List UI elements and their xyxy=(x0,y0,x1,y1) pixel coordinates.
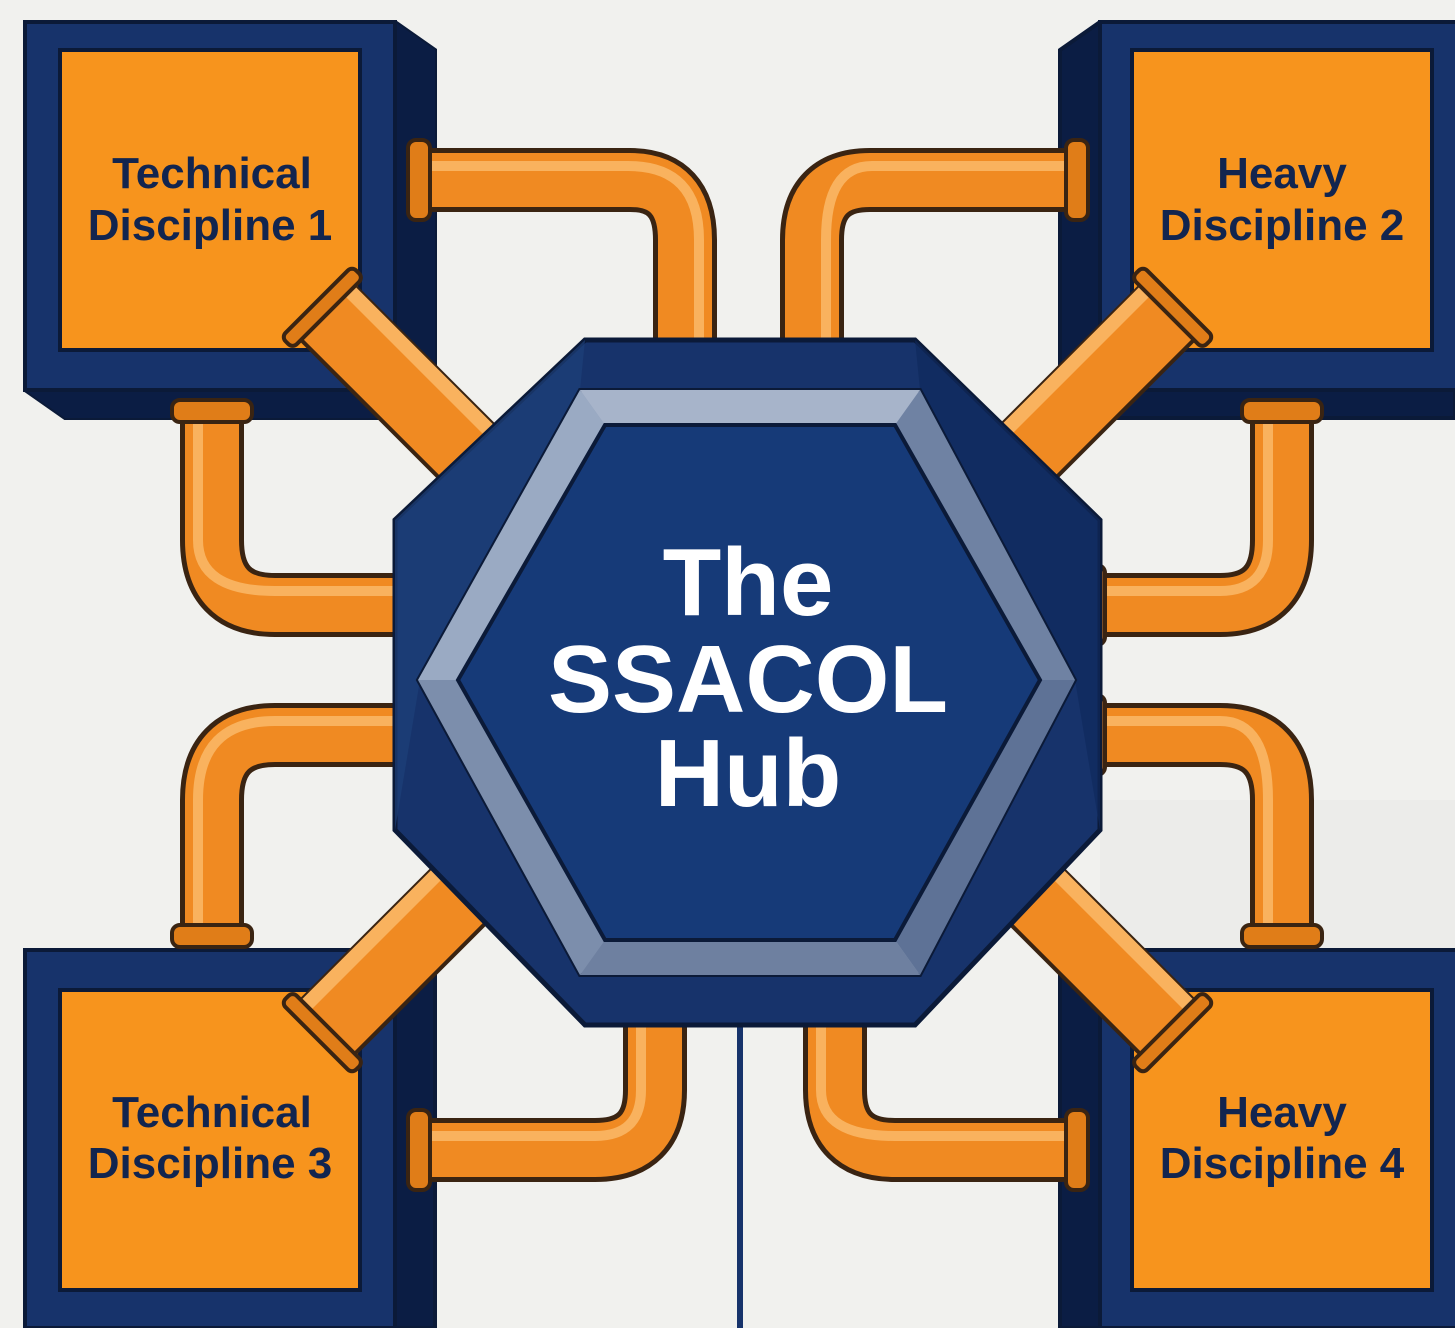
pipe-bottom-left-elbow xyxy=(420,1005,687,1182)
pipe-left-upper-elbow xyxy=(180,415,405,637)
discipline-1-line1: Technical xyxy=(112,149,312,198)
pipe-bottom-right-elbow xyxy=(803,1005,1075,1182)
discipline-2-line1: Heavy xyxy=(1217,149,1347,198)
hub[interactable]: The SSACOL Hub xyxy=(392,337,1103,1028)
pipe-top-left-elbow xyxy=(420,148,717,350)
hub-title-line2: SSACOL xyxy=(548,626,948,733)
pipe-left-lower-elbow xyxy=(180,703,405,935)
pipe-right-lower-elbow xyxy=(1095,703,1314,935)
discipline-4-line1: Heavy xyxy=(1217,1088,1347,1137)
discipline-box-2[interactable]: Heavy Discipline 2 xyxy=(1058,20,1455,420)
discipline-3-line2: Discipline 3 xyxy=(88,1139,333,1188)
hub-title-line1: The xyxy=(663,529,834,636)
discipline-4-line2: Discipline 4 xyxy=(1160,1139,1405,1188)
pipes xyxy=(180,148,1314,1182)
pipe-top-right-elbow xyxy=(780,148,1075,350)
discipline-2-line2: Discipline 2 xyxy=(1160,201,1405,250)
pipe-right-upper-elbow xyxy=(1095,415,1314,637)
hub-title-line3: Hub xyxy=(655,720,842,827)
discipline-3-line1: Technical xyxy=(112,1088,312,1137)
discipline-1-line2: Discipline 1 xyxy=(88,201,333,250)
